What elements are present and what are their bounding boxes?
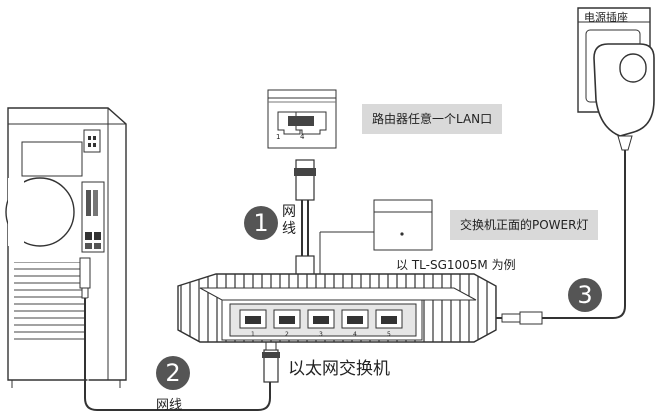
router-lan-callout: 路由器任意一个LAN口 <box>362 104 503 134</box>
router-port-number-4: 4 <box>300 133 305 141</box>
switch-port-number-3: 3 <box>319 331 323 338</box>
switch-port-number-5: 5 <box>387 331 391 338</box>
power-adapter <box>496 43 655 325</box>
step-1-badge: 1 <box>244 206 278 240</box>
power-led-callout: 交换机正面的POWER灯 <box>450 210 599 240</box>
cable-1-label: 网线 <box>282 204 296 237</box>
power-led-inset <box>319 199 433 276</box>
switch-port-number-1: 1 <box>251 331 255 338</box>
power-socket-label: 电源插座 <box>584 11 628 24</box>
router-port-number-1: 1 <box>276 133 281 141</box>
model-example-label: 以 TL-SG1005M 为例 <box>396 258 516 272</box>
switch-port-number-2: 2 <box>285 331 289 338</box>
cable-computer-switch <box>79 257 280 411</box>
switch-body <box>177 273 497 343</box>
switch-ports <box>239 309 403 329</box>
router-port-illustration <box>267 89 337 149</box>
step-3-badge: 3 <box>568 278 602 312</box>
switch-port-number-4: 4 <box>353 331 357 338</box>
computer-tower <box>5 107 127 388</box>
step-2-badge: 2 <box>156 356 190 390</box>
cable-2-label: 网线 <box>156 398 183 413</box>
ethernet-switch-label: 以太网交换机 <box>288 359 390 379</box>
